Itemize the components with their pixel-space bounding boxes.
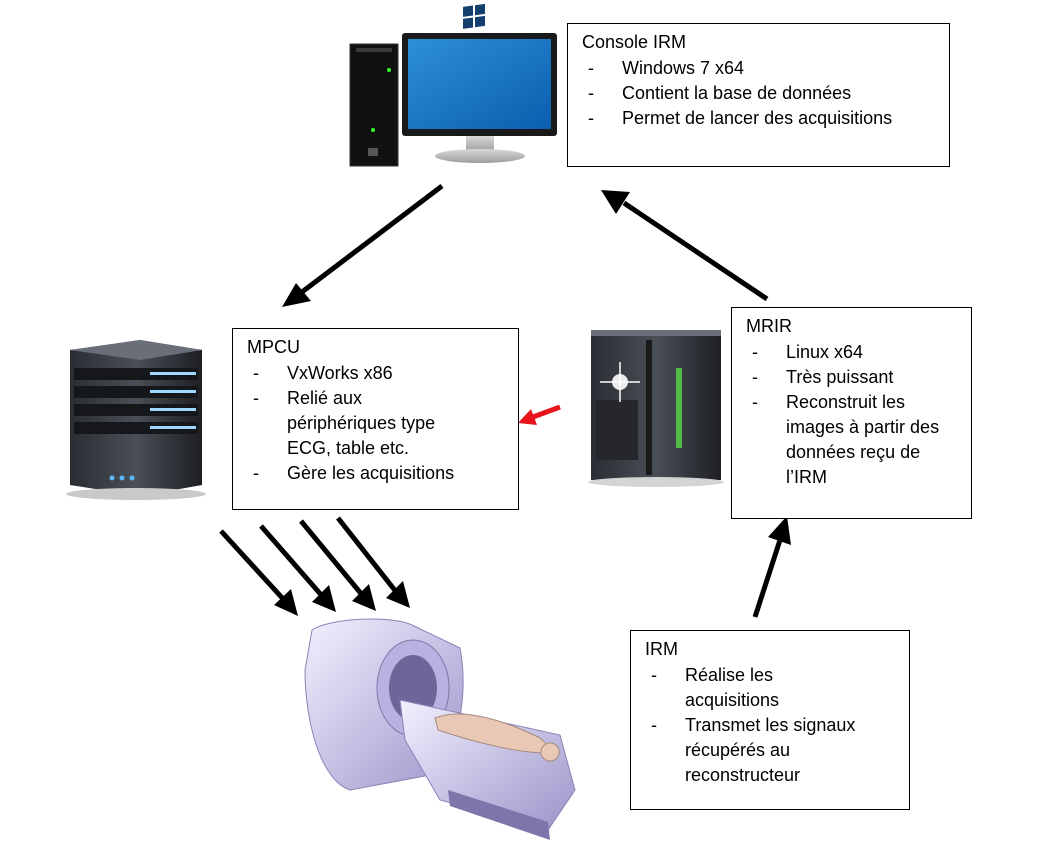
irm-list: Réalise les acquisitions Transmet les si…	[645, 663, 899, 788]
irm-box: IRM Réalise les acquisitions Transmet le…	[630, 630, 910, 810]
list-item: Permet de lancer des acquisitions	[582, 106, 939, 131]
mainframe-server-icon	[588, 330, 724, 487]
irm-title: IRM	[645, 639, 678, 659]
mpcu-title: MPCU	[247, 337, 300, 357]
list-item: Gère les acquisitions	[247, 461, 508, 486]
list-item: Contient la base de données	[582, 81, 939, 106]
mrir-title: MRIR	[746, 316, 792, 336]
list-item: Transmet les signaux récupérés au recons…	[645, 713, 895, 788]
mpcu-box: MPCU VxWorks x86 Relié aux périphériques…	[232, 328, 519, 510]
list-item: Windows 7 x64	[582, 56, 939, 81]
mrir-box: MRIR Linux x64 Très puissant Reconstruit…	[731, 307, 972, 519]
list-item: Reconstruit les images à partir des donn…	[746, 390, 946, 490]
console-irm-list: Windows 7 x64 Contient la base de donnée…	[582, 56, 939, 131]
server-tower-icon	[66, 340, 206, 500]
arrow-mrir-to-console	[601, 190, 769, 302]
arrow-mrir-to-mpcu-red	[518, 404, 561, 425]
arrow-irm-to-mrir	[752, 516, 791, 618]
mrir-list: Linux x64 Très puissant Reconstruit les …	[746, 340, 961, 490]
arrow-console-to-mpcu	[282, 184, 444, 307]
list-item: Linux x64	[746, 340, 961, 365]
list-item: Relié aux périphériques type ECG, table …	[247, 386, 457, 461]
arrows-mpcu-to-irm	[219, 516, 410, 616]
list-item: Très puissant	[746, 365, 961, 390]
mri-scanner-icon	[304, 618, 576, 840]
console-irm-box: Console IRM Windows 7 x64 Contient la ba…	[567, 23, 950, 167]
list-item: VxWorks x86	[247, 361, 508, 386]
desktop-computer-icon	[349, 3, 557, 167]
list-item: Réalise les acquisitions	[645, 663, 815, 713]
mpcu-list: VxWorks x86 Relié aux périphériques type…	[247, 361, 508, 486]
console-irm-title: Console IRM	[582, 32, 687, 52]
